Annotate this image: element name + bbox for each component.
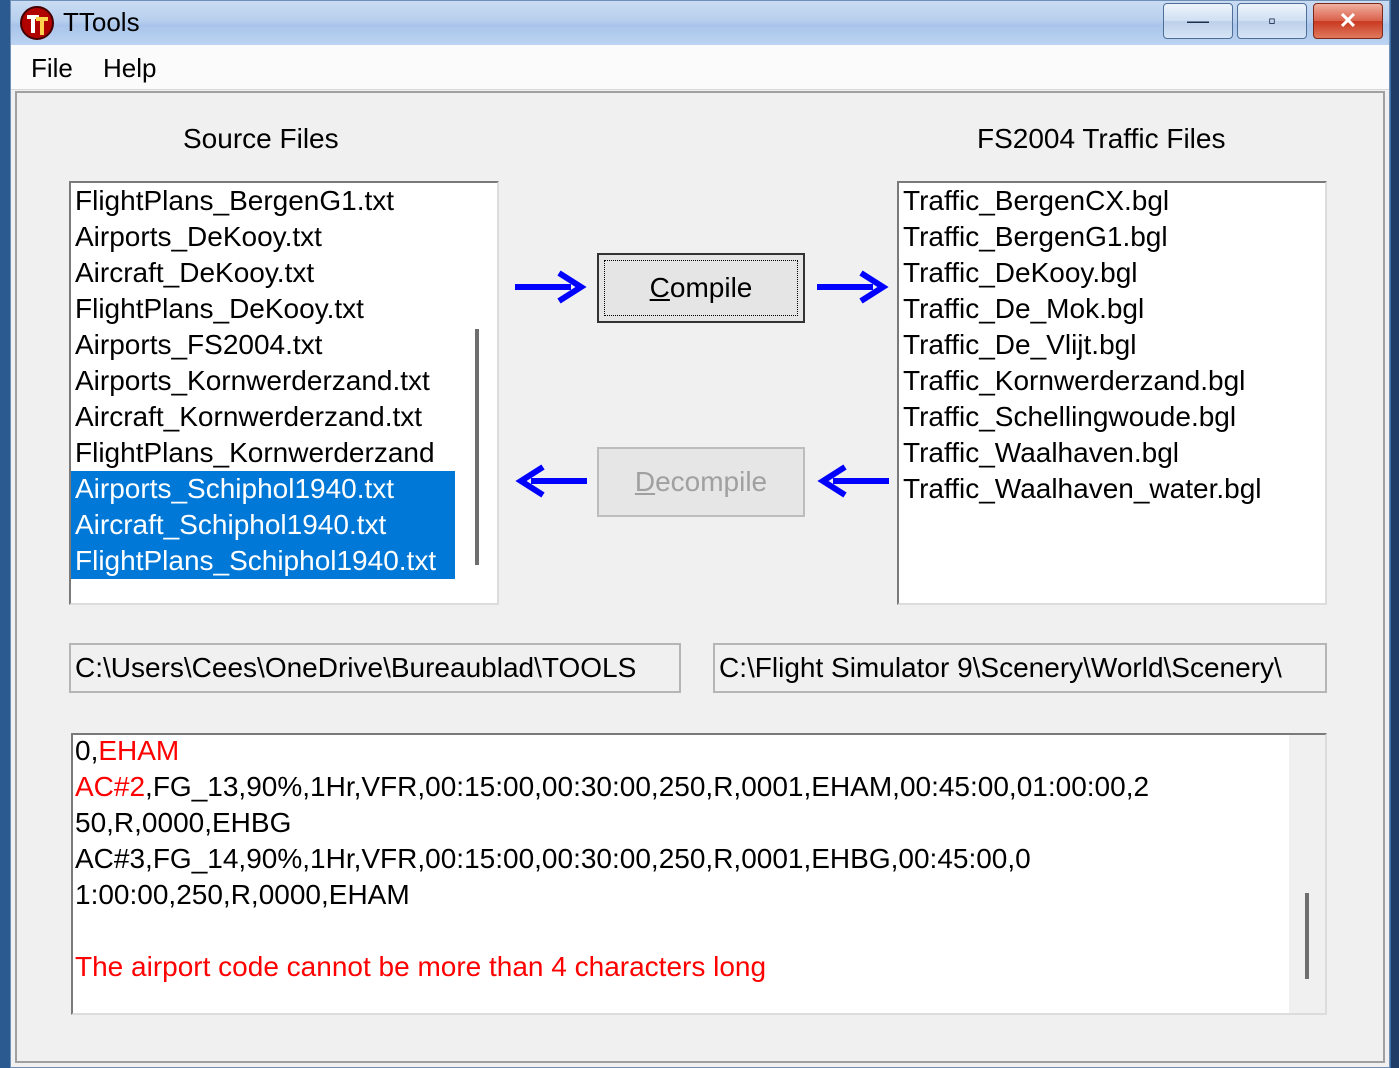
log-segment: 50,R,0000,EHBG <box>75 807 292 838</box>
traffic-file-item[interactable]: Traffic_BergenCX.bgl <box>903 185 1170 216</box>
source-file-item[interactable]: Airports_Kornwerderzand.txt <box>75 365 430 396</box>
arrow-right-icon <box>515 270 587 304</box>
traffic-file-item[interactable]: Traffic_DeKooy.bgl <box>903 257 1138 288</box>
log-scrollbar-thumb[interactable] <box>1305 893 1309 979</box>
source-file-item[interactable]: Airports_FS2004.txt <box>75 329 323 360</box>
compile-label: Compile <box>649 272 753 303</box>
traffic-files-label: FS2004 Traffic Files <box>977 123 1226 154</box>
log-line <box>75 913 1287 949</box>
decompile-label: Decompile <box>634 466 768 497</box>
title-bar[interactable]: TTools — ▫ ✕ <box>11 1 1389 45</box>
source-file-item[interactable]: FlightPlans_Kornwerderzand <box>75 437 435 468</box>
decompile-button[interactable]: Decompile <box>597 447 805 517</box>
log-line: 0,EHAM <box>75 735 1287 769</box>
close-button[interactable]: ✕ <box>1313 3 1383 39</box>
arrow-left-icon <box>817 464 889 498</box>
source-files-label: Source Files <box>183 123 339 154</box>
log-line: AC#3,FG_14,90%,1Hr,VFR,00:15:00,00:30:00… <box>75 841 1287 877</box>
log-segment: ,FG_13,90%,1Hr,VFR,00:15:00,00:30:00,250… <box>145 771 1150 802</box>
compile-button[interactable]: Compile <box>597 253 805 323</box>
minimize-button[interactable]: — <box>1163 3 1233 39</box>
traffic-file-item[interactable]: Traffic_De_Mok.bgl <box>903 293 1145 324</box>
log-line: The airport code cannot be more than 4 c… <box>75 949 1287 985</box>
arrow-right-icon <box>817 270 889 304</box>
menu-help[interactable]: Help <box>103 53 157 83</box>
maximize-icon: ▫ <box>1268 8 1276 33</box>
log-scrollbar[interactable] <box>1289 735 1325 1013</box>
ttools-window: TTools — ▫ ✕ File Help Source Files FS20… <box>10 0 1390 1068</box>
source-file-item[interactable]: FlightPlans_BergenG1.txt <box>75 185 395 216</box>
menu-file[interactable]: File <box>31 53 73 83</box>
arrow-left-icon <box>515 464 587 498</box>
log-segment: AC#3,FG_14,90%,1Hr,VFR,00:15:00,00:30:00… <box>75 843 1031 874</box>
log-segment: 0, <box>75 735 99 766</box>
source-file-item[interactable]: Aircraft_Schiphol1940.txt <box>71 507 455 543</box>
log-line: 1:00:00,250,R,0000,EHAM <box>75 877 1287 913</box>
ttools-app-icon <box>20 6 54 40</box>
maximize-button[interactable]: ▫ <box>1237 3 1307 39</box>
source-path-field[interactable]: C:\Users\Cees\OneDrive\Bureaublad\TOOLS <box>69 643 681 693</box>
focus-rectangle <box>604 260 798 316</box>
log-line: AC#2,FG_13,90%,1Hr,VFR,00:15:00,00:30:00… <box>75 769 1287 805</box>
source-file-item[interactable]: FlightPlans_Schiphol1940.txt <box>71 543 455 579</box>
log-highlight: EHAM <box>98 735 180 766</box>
log-highlight: The airport code cannot be more than 4 c… <box>75 951 767 982</box>
traffic-file-item[interactable]: Traffic_Schellingwoude.bgl <box>903 401 1237 432</box>
window-title: TTools <box>63 7 140 37</box>
traffic-file-item[interactable]: Traffic_Kornwerderzand.bgl <box>903 365 1246 396</box>
source-list-scrollbar[interactable] <box>475 329 479 565</box>
menu-bar: File Help <box>11 45 1389 90</box>
source-file-item[interactable]: Aircraft_Kornwerderzand.txt <box>75 401 423 432</box>
traffic-file-item[interactable]: Traffic_De_Vlijt.bgl <box>903 329 1137 360</box>
traffic-file-item[interactable]: Traffic_BergenG1.bgl <box>903 221 1168 252</box>
traffic-file-item[interactable]: Traffic_Waalhaven_water.bgl <box>903 473 1262 504</box>
main-panel: Source Files FS2004 Traffic Files Flight… <box>15 91 1385 1063</box>
log-highlight: AC#2 <box>75 771 146 802</box>
log-segment: 1:00:00,250,R,0000,EHAM <box>75 879 410 910</box>
desktop-background-right <box>1391 0 1399 1068</box>
source-file-item[interactable]: Airports_Schiphol1940.txt <box>71 471 455 507</box>
source-file-item[interactable]: Airports_DeKooy.txt <box>75 221 322 252</box>
traffic-file-item[interactable]: Traffic_Waalhaven.bgl <box>903 437 1179 468</box>
close-icon: ✕ <box>1338 8 1358 33</box>
log-line: 50,R,0000,EHBG <box>75 805 1287 841</box>
traffic-path-field[interactable]: C:\Flight Simulator 9\Scenery\World\Scen… <box>713 643 1327 693</box>
minimize-icon: — <box>1187 8 1209 33</box>
source-file-item[interactable]: Aircraft_DeKooy.txt <box>75 257 315 288</box>
desktop-background-left <box>0 0 12 1068</box>
source-file-item[interactable]: FlightPlans_DeKooy.txt <box>75 293 364 324</box>
